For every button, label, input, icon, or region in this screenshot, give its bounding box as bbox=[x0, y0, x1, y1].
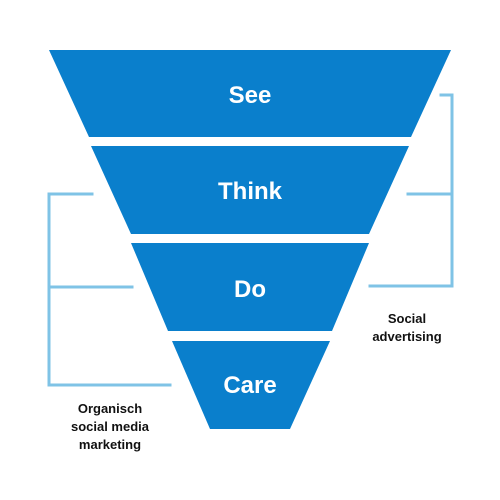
stage-see-shape bbox=[49, 50, 451, 137]
funnel-stage-do: Do bbox=[131, 243, 369, 331]
funnel-stage-think: Think bbox=[91, 146, 409, 234]
stage-care-shape bbox=[172, 341, 330, 429]
stage-do-shape bbox=[131, 243, 369, 331]
organic-label-line-1: Organisch bbox=[77, 401, 143, 416]
stage-think-shape bbox=[91, 146, 409, 234]
social-advertising-line-1: Social bbox=[387, 311, 427, 326]
stage-see-label: See bbox=[229, 82, 272, 109]
organic-social-media-label: Organisch social media marketing bbox=[55, 400, 165, 454]
stage-do-label: Do bbox=[234, 276, 266, 303]
organic-bracket bbox=[47, 192, 172, 387]
organic-label-line-2: social media bbox=[70, 419, 150, 434]
stage-care-label: Care bbox=[223, 372, 276, 399]
organic-label-line-3: marketing bbox=[78, 437, 142, 452]
social-advertising-line-2: advertising bbox=[372, 329, 442, 344]
social-advertising-bracket bbox=[368, 93, 454, 288]
stage-think-label: Think bbox=[218, 178, 283, 205]
funnel-stage-see: See bbox=[49, 50, 451, 137]
social-advertising-label: Social advertising bbox=[352, 310, 462, 346]
funnel-stage-care: Care bbox=[172, 341, 330, 429]
